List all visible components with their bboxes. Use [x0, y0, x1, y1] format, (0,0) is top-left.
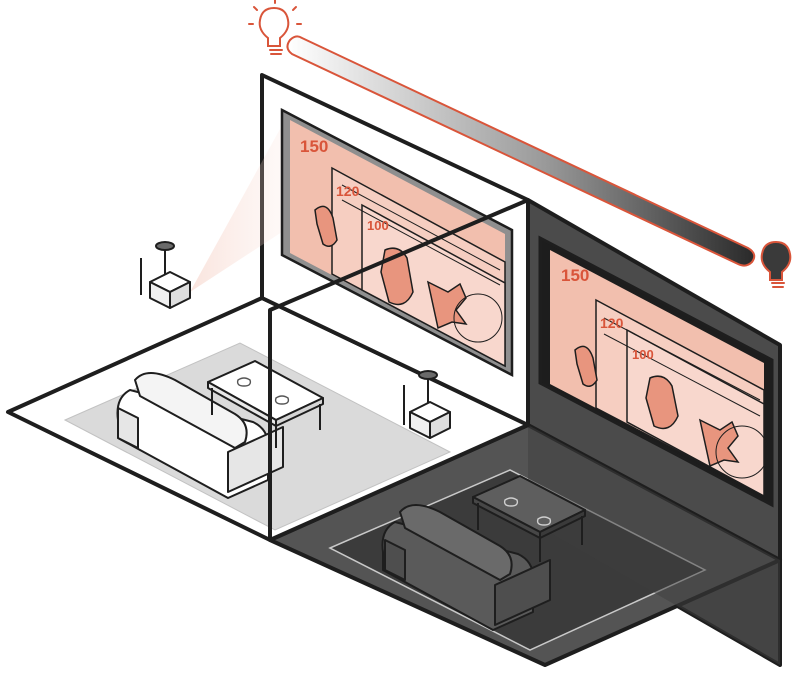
dark-screen-label-150: 150: [561, 266, 589, 285]
dark-room-coffee-table: [472, 475, 586, 562]
dark-table-gamepad-icon: [503, 497, 519, 507]
dark-screen-label-100: 100: [632, 347, 654, 362]
light-table-gamepad-icon: [236, 377, 252, 387]
lightbulb-on-icon: [248, 0, 302, 55]
room-divider: [268, 198, 529, 540]
dark-screen-dragon-figure: [698, 418, 740, 468]
light-room: 150 120 100: [6, 73, 530, 542]
light-screen-warrior-figure: [380, 247, 414, 306]
projector-center: [403, 370, 451, 439]
light-table-gamepad-icon-2: [274, 395, 290, 405]
light-screen-label-150: 150: [300, 137, 328, 156]
dark-table-gamepad-icon-2: [536, 516, 552, 526]
dark-screen-warrior-figure: [645, 375, 679, 430]
light-screen-claw-figure: [314, 205, 338, 247]
dark-room-couch: [381, 504, 551, 631]
light-room-couch: [116, 372, 284, 499]
ambient-light-scale: [248, 0, 792, 288]
dark-screen-label-120: 120: [600, 315, 624, 331]
projector-left: [140, 241, 191, 309]
lightbulb-off-icon: [760, 240, 792, 288]
light-screen-dragon-figure: [426, 280, 468, 330]
brightness-gradient-bar: [286, 35, 756, 267]
light-room-coffee-table: [207, 360, 324, 448]
dark-screen-claw-figure: [574, 345, 598, 387]
light-room-screen: 150 120 100: [280, 107, 514, 378]
dark-room-screen: 150 120 100: [538, 235, 774, 508]
light-room-projector-beam: [190, 120, 285, 292]
light-screen-label-120: 120: [336, 183, 360, 199]
light-screen-label-100: 100: [367, 218, 389, 233]
